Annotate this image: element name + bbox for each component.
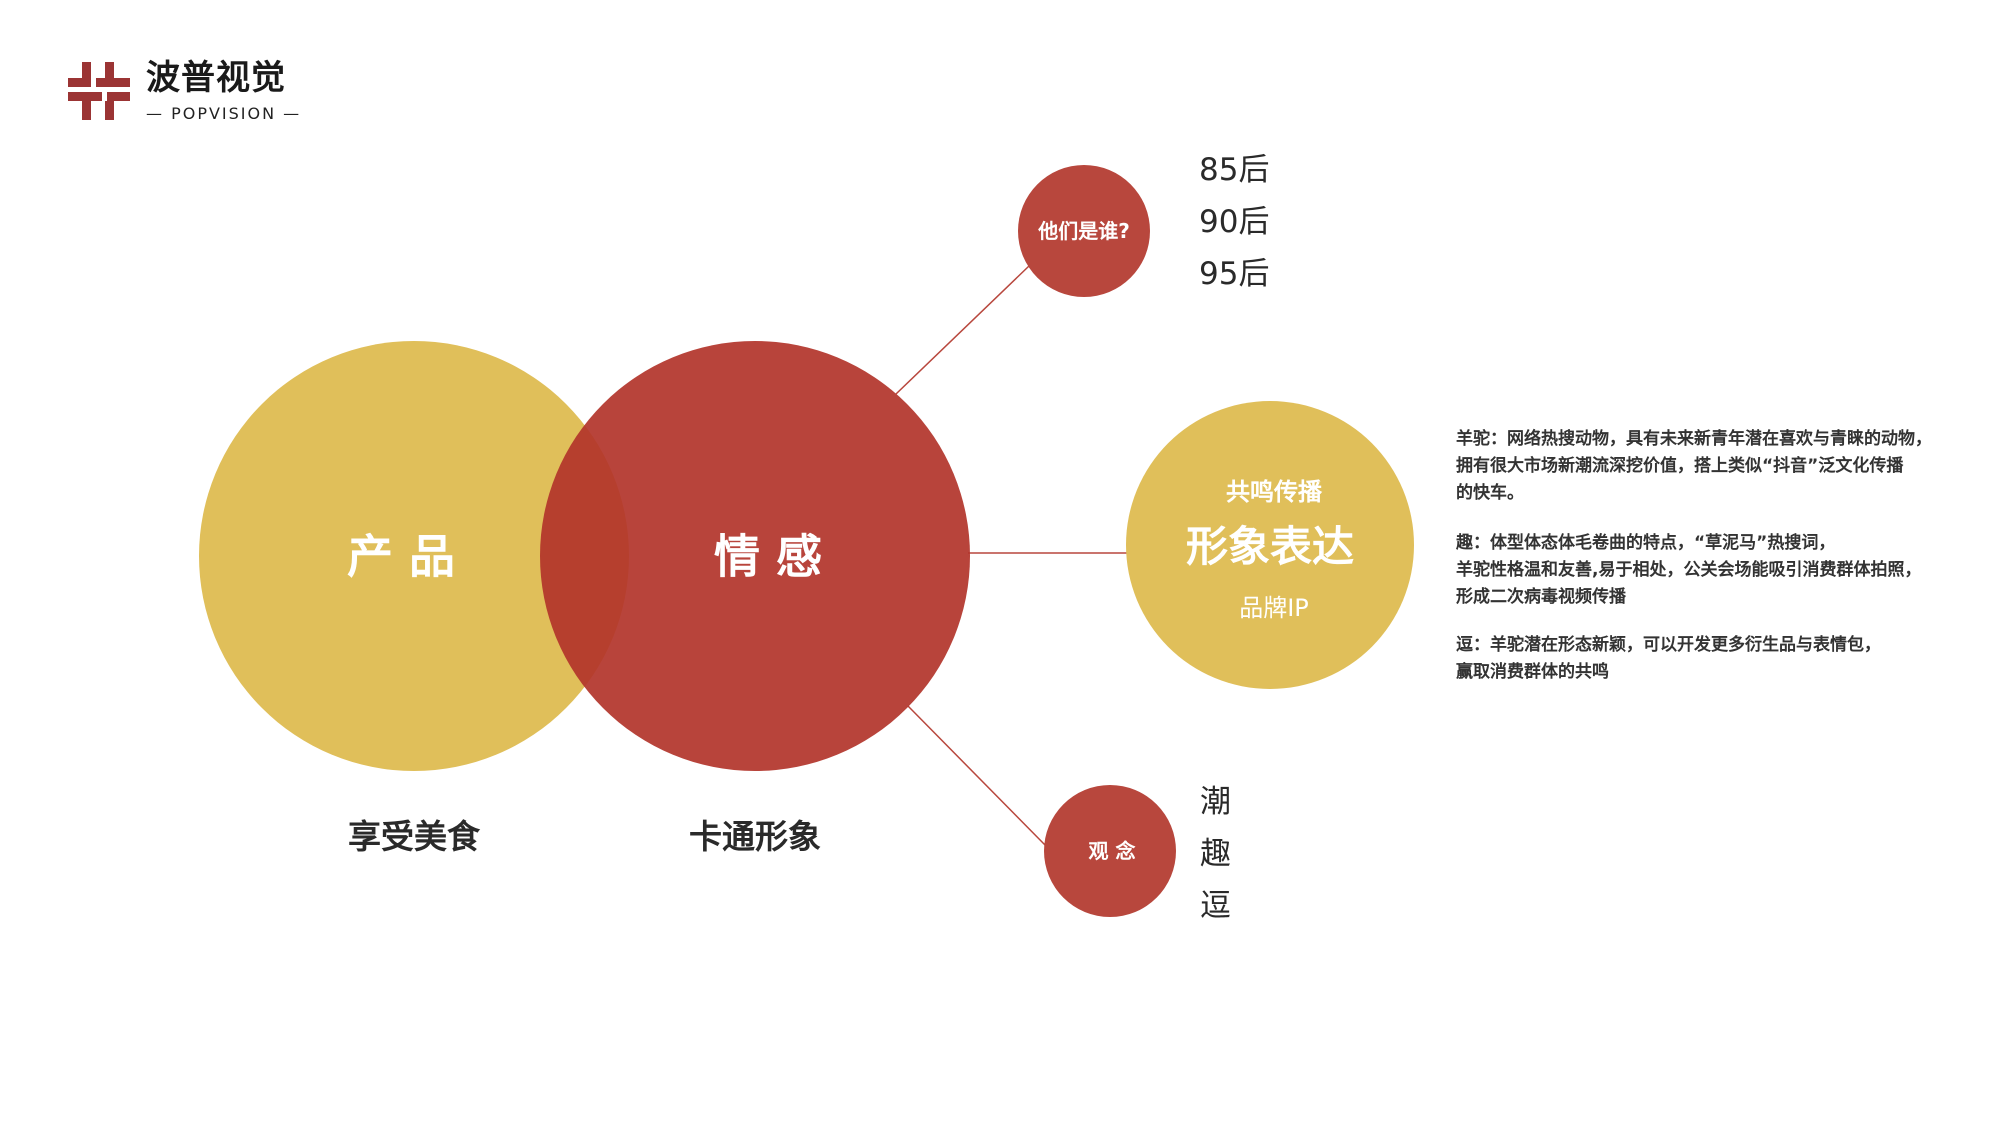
logo-name-cn: 波普视觉 [146, 58, 286, 98]
logo-mark-icon [68, 62, 130, 120]
description-line: 形成二次病毒视频传播 [1456, 587, 1626, 607]
concept-item: 趣 [1200, 836, 1231, 872]
concept-item: 逗 [1200, 888, 1231, 924]
description-alpaca: 羊驼：网络热搜动物，具有未来新青年潜在喜欢与青睐的动物， 拥有很大市场新潮流深挖… [1456, 426, 1932, 507]
resonance-main: 形象表达 [1185, 521, 1355, 571]
who-circle [1018, 165, 1150, 297]
emotion-circle [540, 341, 970, 771]
resonance-top: 共鸣传播 [1226, 477, 1322, 506]
emotion-caption: 卡通形象 [689, 816, 821, 856]
description-line: 拥有很大市场新潮流深挖价值，搭上类似“抖音”泛文化传播 [1456, 456, 1904, 476]
who-label: 他们是谁? [1038, 219, 1130, 243]
concept-item: 潮 [1200, 784, 1231, 820]
description-playful: 逗：羊驼潜在形态新颖，可以开发更多衍生品与表情包， 赢取消费群体的共鸣 [1456, 632, 1881, 686]
emotion-label: 情 感 [713, 529, 823, 584]
line-to-concept [907, 705, 1047, 847]
logo-name-en: — POPVISION — [146, 104, 302, 123]
line-to-who [895, 265, 1030, 395]
description-line: 羊驼：网络热搜动物，具有未来新青年潜在喜欢与青睐的动物， [1456, 429, 1932, 449]
description-line: 趣：体型体态体毛卷曲的特点，“草泥马”热搜词， [1456, 533, 1836, 553]
resonance-bottom: 品牌IP [1239, 593, 1309, 622]
resonance-circle [1126, 401, 1414, 689]
product-label: 产 品 [346, 529, 456, 584]
description-fun: 趣：体型体态体毛卷曲的特点，“草泥马”热搜词， 羊驼性格温和友善,易于相处，公关… [1456, 530, 1921, 611]
description-line: 羊驼性格温和友善,易于相处，公关会场能吸引消费群体拍照， [1456, 560, 1922, 580]
who-item: 85后 [1199, 152, 1270, 188]
description-line: 赢取消费群体的共鸣 [1456, 662, 1609, 682]
product-caption: 享受美食 [348, 816, 480, 856]
who-item: 95后 [1199, 256, 1270, 292]
description-line: 逗：羊驼潜在形态新颖，可以开发更多衍生品与表情包， [1456, 635, 1881, 655]
concept-label: 观 念 [1088, 839, 1136, 863]
who-item: 90后 [1199, 204, 1270, 240]
logo-name-en-text: POPVISION [171, 104, 277, 123]
logo: 波普视觉 — POPVISION — [68, 58, 328, 128]
concept-circle [1044, 785, 1176, 917]
description-line: 的快车。 [1456, 483, 1524, 503]
